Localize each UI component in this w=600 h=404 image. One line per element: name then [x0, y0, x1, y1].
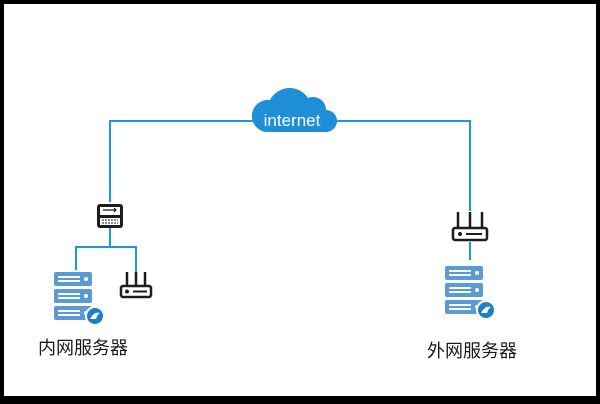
switch-icon — [97, 204, 123, 228]
network-diagram: internet — [54, 88, 496, 326]
cloud-icon: internet — [251, 88, 337, 132]
link-cloud-to-external — [326, 120, 471, 211]
external-server-icon — [445, 266, 496, 320]
link-cloud-to-internal — [109, 120, 256, 202]
internal-router-icon — [119, 272, 153, 299]
link-internal-branch — [75, 246, 137, 272]
internal-server-label: 内网服务器 — [38, 338, 128, 359]
internal-server-icon — [54, 272, 105, 326]
external-server-label: 外网服务器 — [427, 341, 517, 362]
cloud-label: internet — [264, 111, 321, 130]
external-router-icon — [451, 212, 489, 242]
